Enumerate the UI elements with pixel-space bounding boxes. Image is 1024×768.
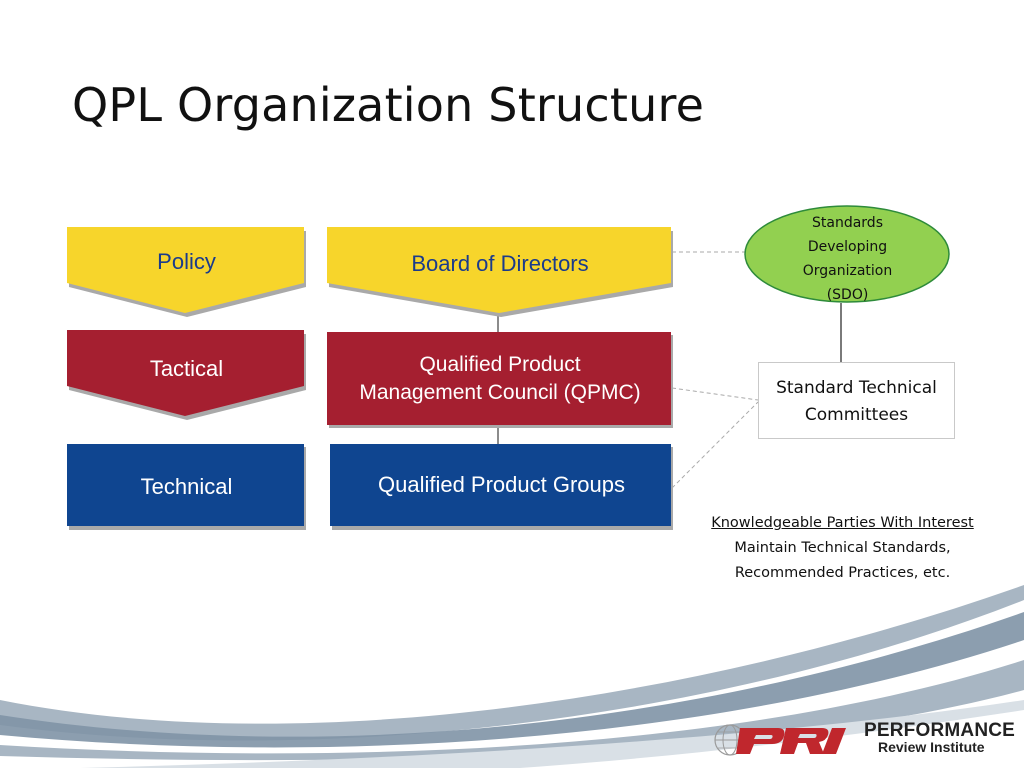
qpmc-label-line1: Qualified Product <box>419 353 581 376</box>
sdo-label-line2: Developing <box>807 239 888 255</box>
pri-mark-icon <box>736 728 846 754</box>
qpmc-label-line2: Management Council (QPMC) <box>359 381 641 404</box>
qualified-product-groups-box: Qualified Product Groups <box>330 444 673 530</box>
policy-label: Policy <box>157 249 216 274</box>
page-title: QPL Organization Structure <box>72 78 705 132</box>
policy-level-shape: Policy <box>67 227 306 317</box>
technical-level-shape: Technical <box>67 444 306 530</box>
note-line1: Maintain Technical Standards, <box>734 540 951 556</box>
technical-label: Technical <box>140 474 233 499</box>
sdo-label: Standards Developing Organization (SDO) <box>780 211 915 307</box>
board-of-directors-label: Board of Directors <box>411 251 589 276</box>
stc-label-line2: Committees <box>804 405 909 425</box>
pri-logo-line1: PERFORMANCE <box>864 720 1016 741</box>
sdo-ellipse <box>744 205 950 303</box>
sdo-label-line1: Standards <box>812 215 883 231</box>
qpmc-box: Qualified Product Management Council (QP… <box>327 332 673 428</box>
pri-logo-line2: Review Institute <box>878 739 985 755</box>
qualified-product-groups-label: Qualified Product Groups <box>377 472 626 497</box>
sdo-label-line3: Organization <box>802 263 893 279</box>
note-line2: Recommended Practices, etc. <box>734 565 951 581</box>
standard-technical-committees-box: Standard Technical Committees <box>758 362 955 439</box>
pri-logo: PERFORMANCE Review Institute <box>712 720 1016 758</box>
sdo-label-line4: (SDO) <box>826 287 869 303</box>
stc-label-line1: Standard Technical <box>776 378 937 398</box>
tactical-level-shape: Tactical <box>67 330 306 420</box>
knowledgeable-parties-note: Knowledgeable Parties With Interest Main… <box>690 511 995 586</box>
board-of-directors-shape: Board of Directors <box>327 227 673 317</box>
note-heading: Knowledgeable Parties With Interest <box>711 515 974 531</box>
tactical-label: Tactical <box>149 356 224 381</box>
